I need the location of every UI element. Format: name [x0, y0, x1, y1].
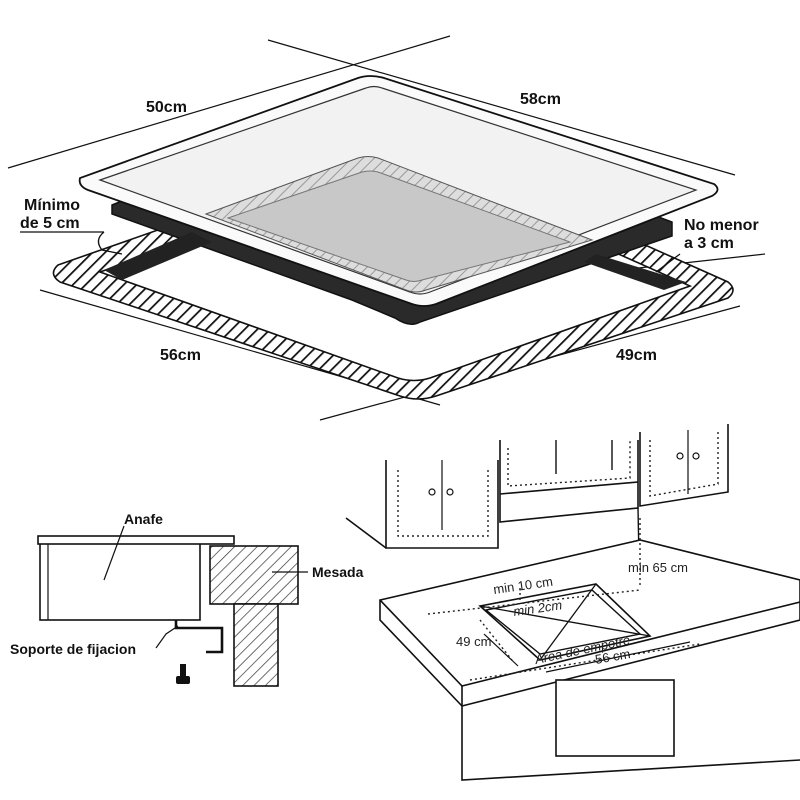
label-width: 56 cm — [594, 646, 631, 667]
label-min-cabinet: min 65 cm — [628, 560, 688, 575]
section-counter-post — [233, 603, 279, 687]
kitchen-diagram: min 10 cm min 65 cm min 2cm 49 cm Area d… — [345, 424, 800, 781]
oven-window — [555, 679, 675, 757]
top-diagram: 50cm 58cm Mínimo de 5 cm No menor a 3 cm… — [7, 35, 766, 421]
label-min-right-line2: a 3 cm — [684, 235, 734, 252]
ceramic-zone — [226, 170, 572, 282]
upper-cabinets — [345, 424, 729, 549]
section-hob-glass — [37, 535, 235, 545]
label-min-side-line2: de 5 cm — [20, 215, 80, 232]
screw-icon — [176, 664, 190, 684]
label-hob: Anafe — [124, 511, 163, 527]
section-diagram: Anafe Mesada Soporte de fijacion — [10, 511, 364, 687]
base-cabinet — [461, 706, 800, 781]
hob-left-bracket — [104, 232, 212, 280]
label-min-side-line1: Mínimo — [24, 197, 80, 214]
section-fixing-bracket — [174, 620, 224, 654]
label-width-top: 58cm — [520, 91, 561, 108]
label-min-front: min 2cm — [512, 597, 563, 619]
label-depth-cutout: 49cm — [616, 347, 657, 364]
label-width-cutout: 56cm — [160, 347, 201, 364]
label-min-right-line1: No menor — [684, 217, 759, 234]
section-counter-top — [209, 545, 299, 605]
label-counter: Mesada — [312, 564, 364, 580]
label-depth-top: 50cm — [146, 99, 187, 116]
section-hob-body — [39, 539, 201, 621]
label-fixing-bracket: Soporte de fijacion — [10, 641, 136, 657]
dimension-extension-lines — [7, 35, 766, 421]
label-depth: 49 cm — [456, 634, 491, 649]
hob-right-bracket — [584, 254, 686, 290]
